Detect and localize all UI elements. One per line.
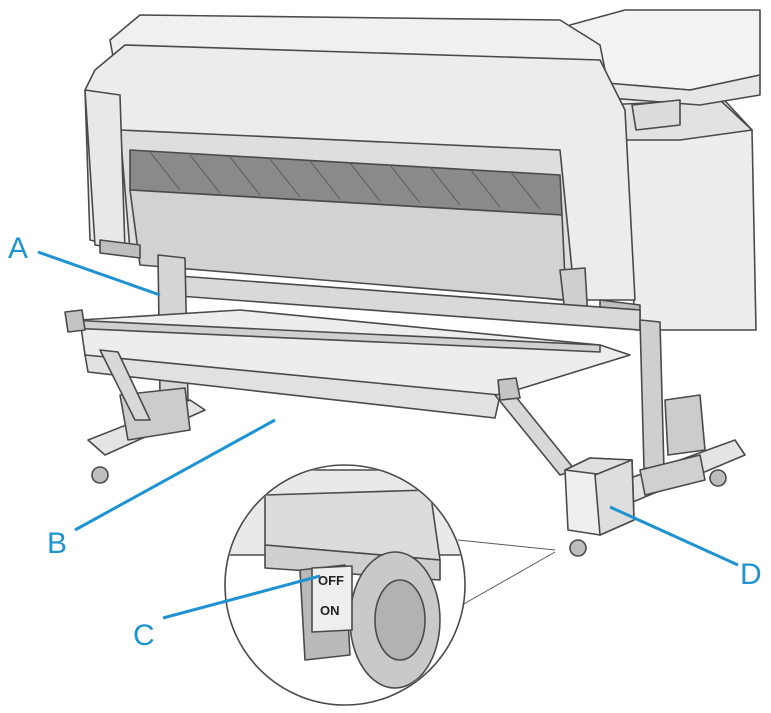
callout-b-leader	[74, 418, 276, 532]
callout-c-label: C	[133, 619, 155, 652]
caster-lock-off-label: OFF	[318, 573, 344, 588]
caster-detail-inset: OFF ON	[224, 464, 556, 706]
callout-c: C	[133, 574, 321, 652]
callout-c-leader	[162, 574, 321, 620]
callout-b: B	[47, 418, 276, 560]
printer-body	[84, 9, 761, 331]
stand	[87, 254, 746, 557]
callout-d-label: D	[740, 558, 762, 591]
callout-a: A	[8, 232, 161, 297]
callout-a-label: A	[8, 232, 28, 265]
callout-a-leader	[37, 250, 161, 297]
callout-d-leader	[609, 505, 739, 567]
basket	[64, 309, 631, 476]
callout-b-label: B	[47, 527, 67, 560]
accessory-pocket	[564, 457, 635, 536]
callout-d: D	[609, 505, 762, 591]
caster-lock-on-label: ON	[320, 603, 340, 618]
